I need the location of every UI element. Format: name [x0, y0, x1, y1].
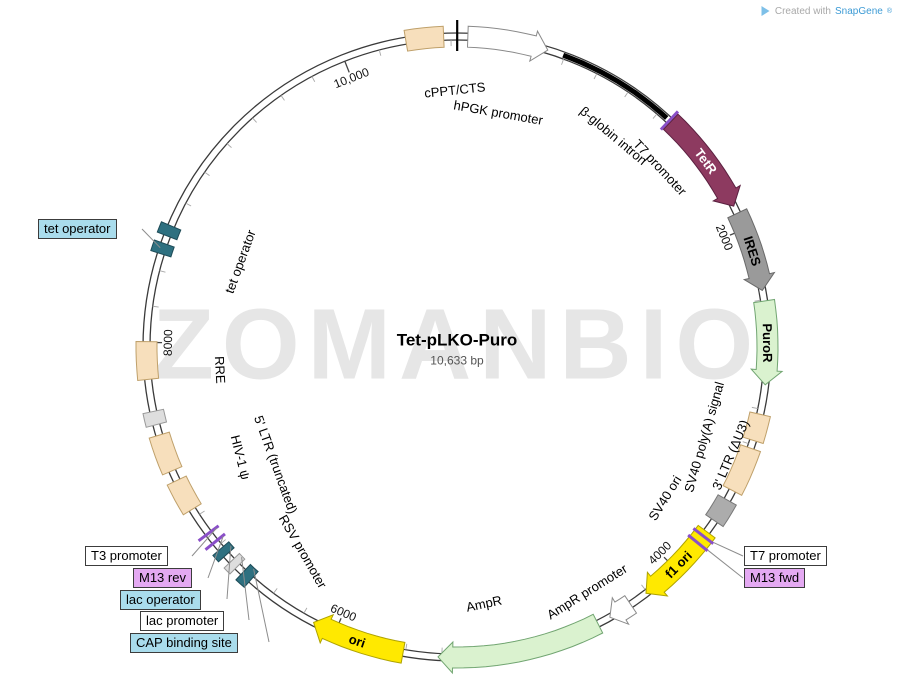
leader-tet_operator_1: [141, 228, 161, 249]
callout-lac_promoter[interactable]: lac promoter: [140, 611, 225, 631]
feature-m13_fwd[interactable]: [687, 533, 709, 553]
minor-tick: [159, 270, 166, 273]
label-sv40_ori[interactable]: SV40 ori: [645, 473, 684, 523]
feature-ires[interactable]: [727, 208, 776, 292]
feature-sv40_ori[interactable]: [705, 494, 737, 528]
feature-rsv_promoter[interactable]: [166, 475, 202, 516]
credit-prefix: Created with: [774, 5, 831, 17]
minor-tick: [185, 202, 192, 207]
leader-m13_fwd: [707, 549, 744, 579]
credit-brand: SnapGene: [835, 5, 883, 17]
minor-tick: [280, 95, 285, 101]
feature-tetr[interactable]: [662, 113, 742, 207]
minor-tick: [593, 73, 598, 80]
leader-cap_binding: [253, 568, 270, 643]
credit-line: Created with SnapGene ®: [760, 5, 892, 17]
feature-ori[interactable]: [312, 613, 406, 664]
feature-lac_operator[interactable]: [212, 541, 235, 563]
feature-t7_promoter_2[interactable]: [692, 527, 715, 545]
label-cppt_cts[interactable]: cPPT/CTS: [423, 79, 486, 100]
callout-m13_rev[interactable]: M13 rev: [133, 568, 192, 588]
label-ori[interactable]: ori: [347, 631, 368, 651]
minor-tick: [742, 441, 749, 445]
credit-reg: ®: [886, 7, 892, 15]
minor-tick: [303, 607, 308, 614]
minor-tick: [226, 143, 232, 148]
feature-hpgk_promoter[interactable]: [466, 25, 549, 63]
plasmid-name: Tet-pLKO-Puro: [396, 330, 518, 350]
callout-t7_promoter_2[interactable]: T7 promoter: [744, 546, 827, 566]
leader-m13_rev: [207, 536, 224, 579]
feature-cap_binding[interactable]: [235, 563, 259, 589]
feature-sv40_polya[interactable]: [742, 411, 772, 445]
callout-cap_binding[interactable]: CAP binding site: [130, 633, 238, 653]
minor-tick: [754, 299, 761, 302]
minor-tick: [405, 643, 408, 650]
label-hiv1_psi[interactable]: HIV-1 ψ: [228, 433, 254, 481]
callout-m13_fwd[interactable]: M13 fwd: [744, 568, 806, 588]
feature-m13_rev[interactable]: [204, 532, 226, 551]
feature-puror[interactable]: [749, 298, 784, 386]
minor-tick: [204, 171, 210, 176]
callout-lac_operator[interactable]: lac operator: [120, 590, 201, 610]
leader-lac_promoter: [241, 557, 250, 621]
label-tet_operator_2[interactable]: tet operator: [222, 227, 259, 295]
minor-tick: [751, 406, 758, 410]
tick-number-10000: 10,000: [332, 65, 372, 92]
callout-t3_promoter[interactable]: T3 promoter: [85, 546, 168, 566]
minor-tick: [252, 117, 257, 123]
plasmid-title-block: Tet-pLKO-Puro 10,633 bp: [397, 331, 518, 368]
feature-ltr5[interactable]: [148, 431, 183, 476]
minor-tick: [273, 588, 278, 594]
feature-t7_promoter_1[interactable]: [659, 110, 680, 131]
minor-tick: [311, 76, 316, 82]
minor-tick: [199, 510, 205, 515]
feature-tet_operator_2[interactable]: [156, 221, 182, 241]
feature-cppt_cts[interactable]: [403, 25, 445, 52]
label-hpgk_promoter[interactable]: hPGK promoter: [453, 97, 545, 128]
minor-tick: [152, 305, 159, 308]
feature-ampr_promoter[interactable]: [609, 595, 638, 626]
watermark-text: ZOMANBIO: [152, 288, 762, 401]
feature-tet_operator_1[interactable]: [150, 239, 175, 258]
label-ltr5[interactable]: 5' LTR (truncated): [251, 413, 300, 515]
minor-tick: [652, 113, 658, 119]
feature-beta_globin_intron[interactable]: [562, 52, 669, 120]
leader-t3_promoter: [191, 527, 217, 557]
minor-tick: [624, 91, 629, 98]
feature-t3_promoter[interactable]: [197, 524, 220, 542]
feature-ltr3[interactable]: [722, 444, 762, 496]
feature-hiv1_psi[interactable]: [142, 408, 168, 428]
major-tick: [344, 60, 350, 73]
label-rsv_promoter[interactable]: RSV promoter: [276, 512, 331, 591]
label-puror[interactable]: PuroR: [760, 323, 776, 363]
minor-tick: [641, 584, 646, 590]
label-ampr[interactable]: AmpR: [465, 593, 503, 615]
label-rre[interactable]: RRE: [212, 356, 228, 385]
feature-lac_promoter[interactable]: [223, 552, 246, 575]
feature-rre[interactable]: [135, 340, 160, 382]
label-beta_globin_intron[interactable]: β-globin intron: [577, 103, 650, 168]
minor-tick: [561, 58, 565, 65]
feature-ampr[interactable]: [437, 613, 604, 675]
leader-t7_promoter_2: [713, 542, 744, 557]
minor-tick: [220, 539, 226, 544]
tick-number-8000: 8000: [161, 329, 175, 356]
leader-lac_operator: [226, 545, 232, 600]
minor-tick: [378, 49, 382, 56]
snapgene-icon: [761, 6, 770, 16]
plasmid-size: 10,633 bp: [430, 353, 484, 368]
callout-tet_operator_1[interactable]: tet operator: [38, 219, 117, 239]
